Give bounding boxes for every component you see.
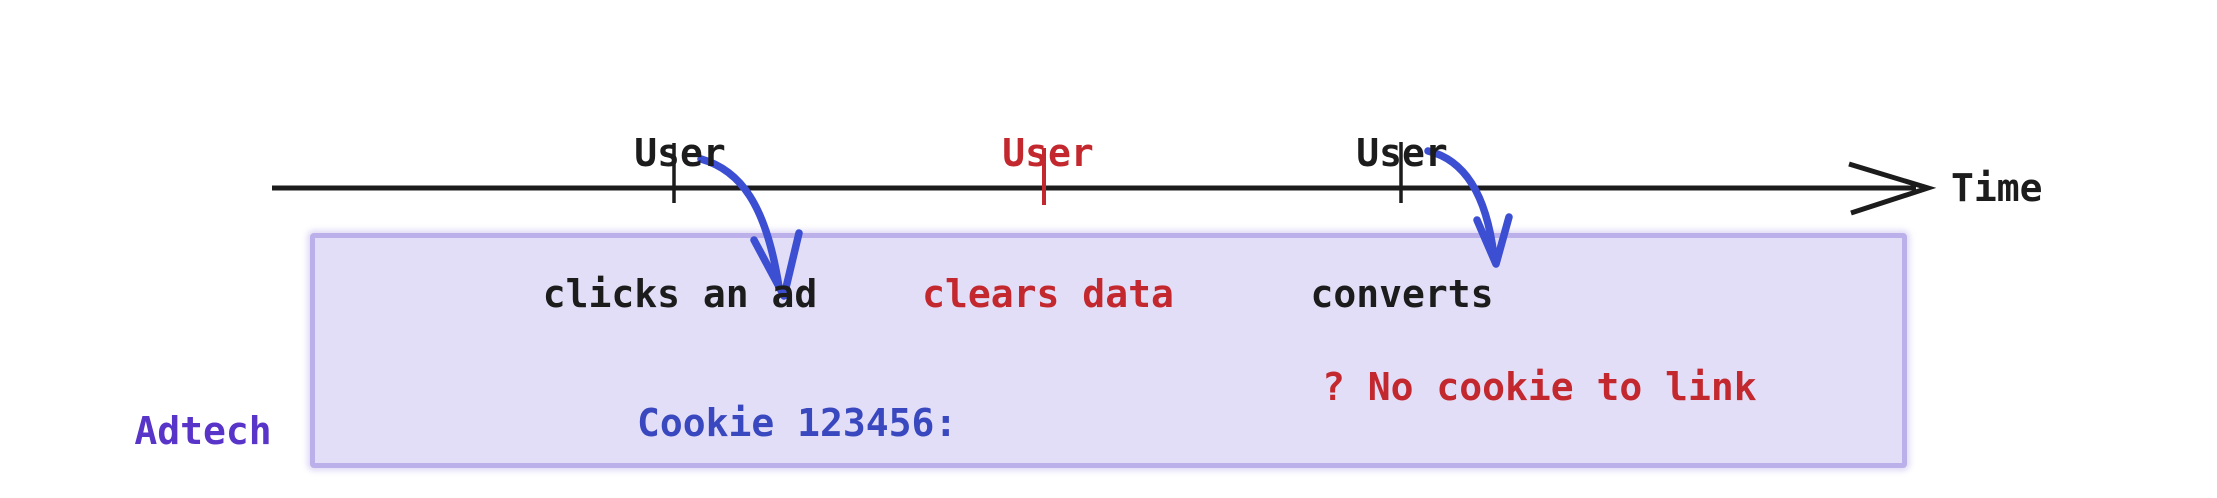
no-conversion-note: ? No cookie to link this conversion to ⇒… (1322, 277, 1757, 498)
event-label-line: converts (1310, 272, 1494, 316)
cookie-logged-note-line: Cookie 123456: (637, 401, 958, 445)
cookie-logged-note: Cookie 123456: Ad clicked (637, 303, 957, 498)
event-label-user-clears-data: User clears data (922, 36, 1174, 412)
no-conversion-note-line: ? No cookie to link (1322, 365, 1757, 409)
event-label-line: clears data (922, 272, 1174, 316)
time-axis-arrowhead-icon (1848, 161, 1937, 216)
event-label-user-converts: User converts (1310, 36, 1493, 412)
event-label-line: User (1356, 131, 1448, 175)
event-label-user-clicks-ad: User clicks an ad (543, 36, 818, 412)
adtech-server-label: Adtech server (134, 291, 271, 498)
event-label-line: clicks an ad (542, 272, 818, 316)
adtech-server-box (310, 233, 1907, 468)
adtech-server-label-line: Adtech (134, 409, 272, 453)
event-label-line: User (1002, 131, 1094, 175)
event-label-line: User (634, 131, 726, 175)
time-axis-label: Time (1951, 166, 2043, 210)
